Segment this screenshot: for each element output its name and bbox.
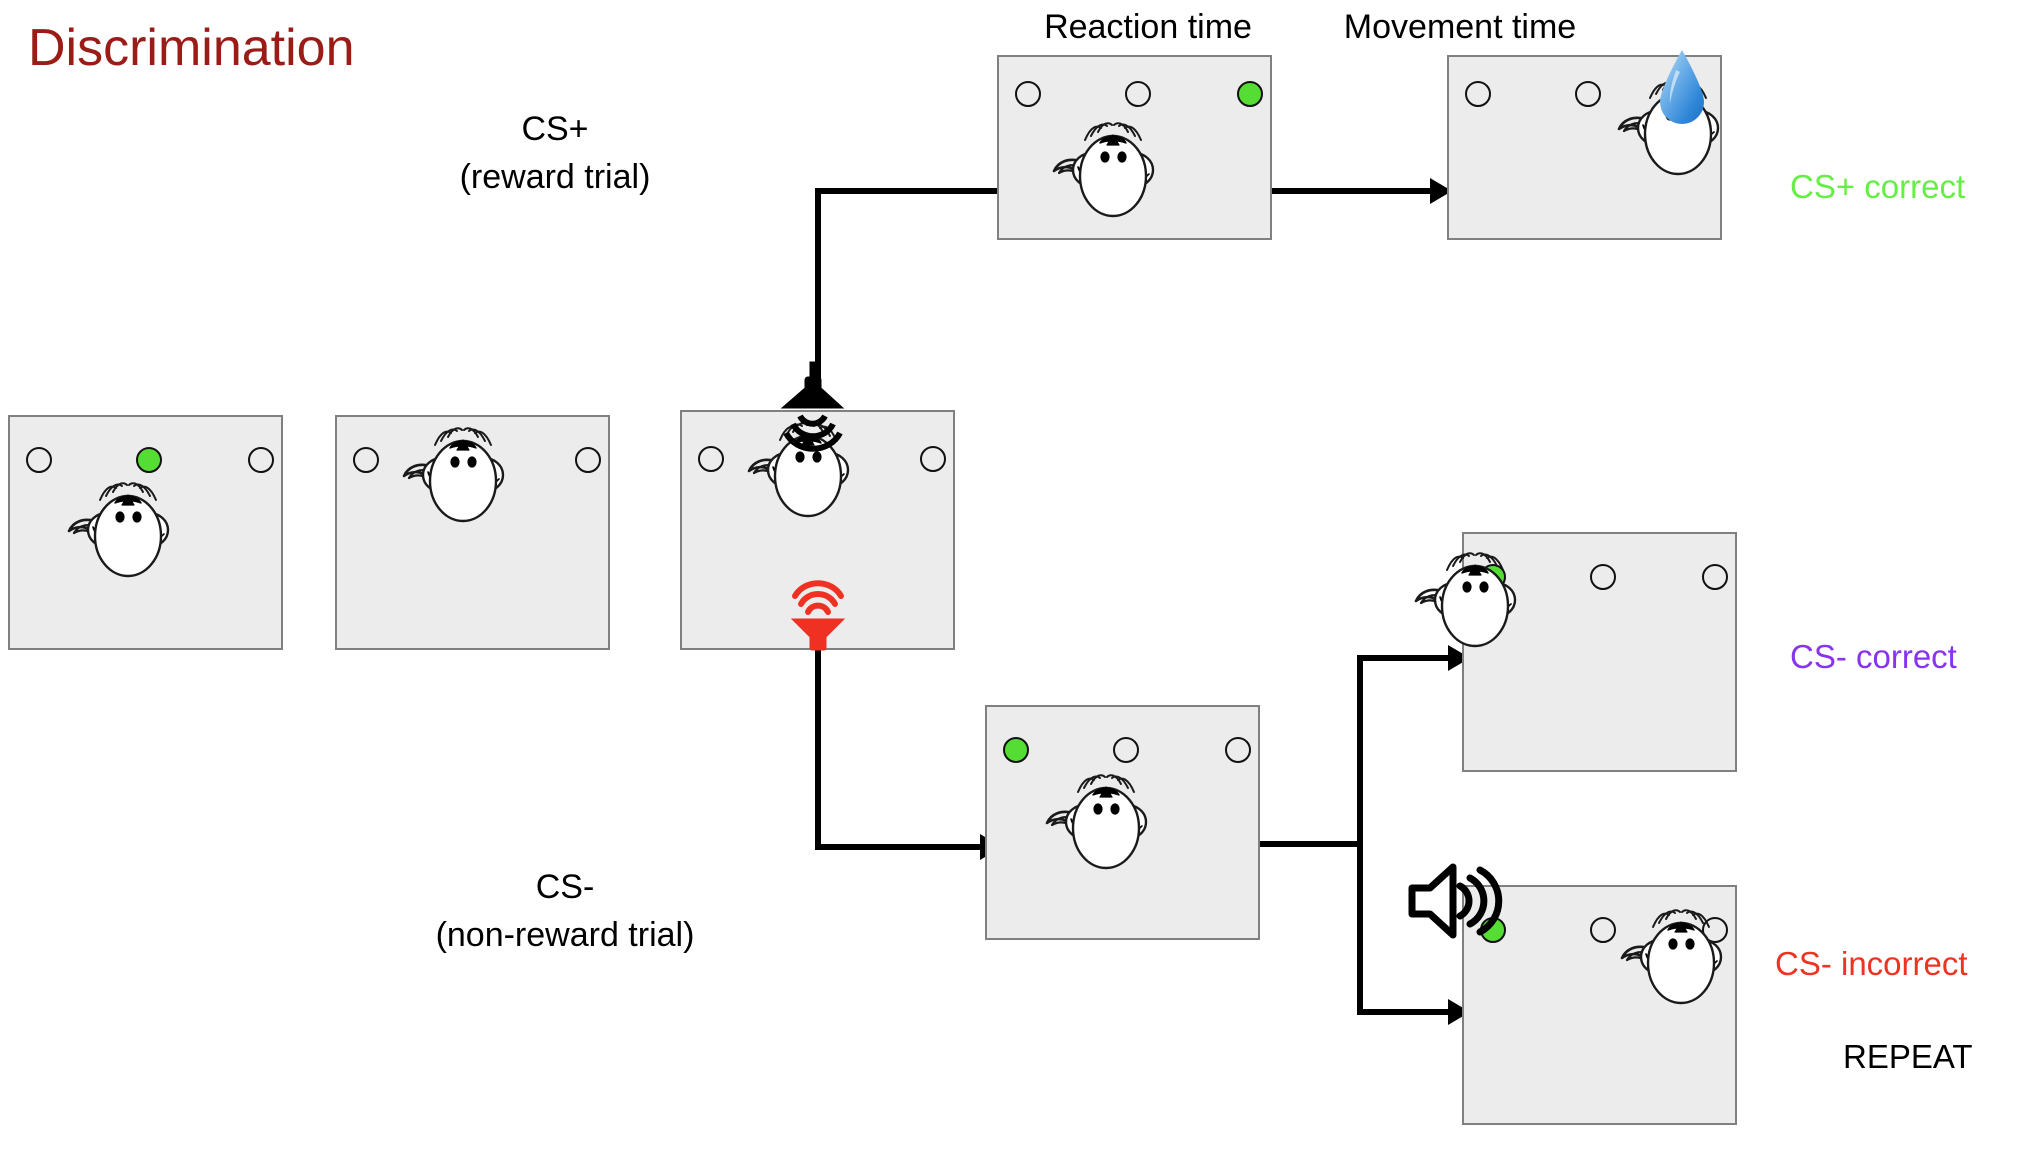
cs-minus-correct-branch [1357, 655, 1465, 661]
horn-speaker-down-icon [772, 361, 862, 452]
port-right-off[interactable] [248, 447, 274, 473]
port-right-off[interactable] [1702, 564, 1728, 590]
cs-minus-label-line2: (non-reward trial) [435, 916, 695, 954]
port-center-off[interactable] [1590, 564, 1616, 590]
reaction-to-movement-arrow [1272, 188, 1447, 194]
port-center-on[interactable] [136, 447, 162, 473]
movement-time-heading: Movement time [1343, 8, 1577, 46]
port-center-off[interactable] [1575, 81, 1601, 107]
port-right-off[interactable] [920, 446, 946, 472]
mouse-top-view-icon [395, 415, 535, 545]
reaction-to-movement-arrowhead [1430, 178, 1452, 204]
cs-plus-label-line2: (reward trial) [459, 158, 651, 196]
cs-plus-label-line1: CS+ [521, 110, 589, 148]
port-center-off[interactable] [1590, 917, 1616, 943]
reaction-time-heading: Reaction time [1044, 8, 1252, 46]
cs-plus-arrow-horizontal [815, 188, 1010, 194]
cs-minus-split-stem [1258, 841, 1363, 847]
port-left-off[interactable] [353, 447, 379, 473]
cs-minus-correct-label: CS- correct [1790, 638, 1957, 675]
cs-minus-incorrect-label: CS- incorrect [1775, 945, 1968, 982]
cs-plus-correct-label: CS+ correct [1790, 168, 1966, 205]
cs-minus-split-riser [1357, 655, 1363, 1015]
cs-minus-incorrect-branch [1357, 1009, 1465, 1015]
cs-minus-arrow-horizontal [815, 844, 995, 850]
mouse-top-view-icon [1613, 897, 1753, 1027]
mouse-top-view-icon [1045, 110, 1185, 240]
port-center-off[interactable] [1113, 737, 1139, 763]
initiation-cue-panel [8, 415, 283, 650]
mouse-top-view-icon [60, 470, 200, 600]
port-right-off[interactable] [1225, 737, 1251, 763]
cs-minus-arrow-vertical [815, 645, 821, 850]
port-left-off[interactable] [698, 446, 724, 472]
port-left-on[interactable] [1003, 737, 1029, 763]
port-left-off[interactable] [1015, 81, 1041, 107]
cs-minus-incorrect-panel [1462, 885, 1737, 1125]
mouse-top-view-icon [1038, 762, 1178, 892]
port-left-off[interactable] [1465, 81, 1491, 107]
loudspeaker-icon [1404, 862, 1503, 940]
mouse-top-view-icon [740, 410, 880, 540]
horn-speaker-up-icon [786, 580, 850, 660]
port-right-off[interactable] [1702, 917, 1728, 943]
port-right-off[interactable] [575, 447, 601, 473]
page-title: Discrimination [28, 19, 355, 77]
port-right-on[interactable] [1237, 81, 1263, 107]
cs-minus-label-line1: CS- [535, 868, 595, 906]
mouse-top-view-icon [1407, 540, 1547, 670]
port-center-off[interactable] [1125, 81, 1151, 107]
repeat-label: REPEAT [1843, 1038, 1973, 1075]
cs-plus-arrow-vertical [815, 188, 821, 384]
port-left-off[interactable] [26, 447, 52, 473]
water-drop-icon [1652, 48, 1712, 133]
